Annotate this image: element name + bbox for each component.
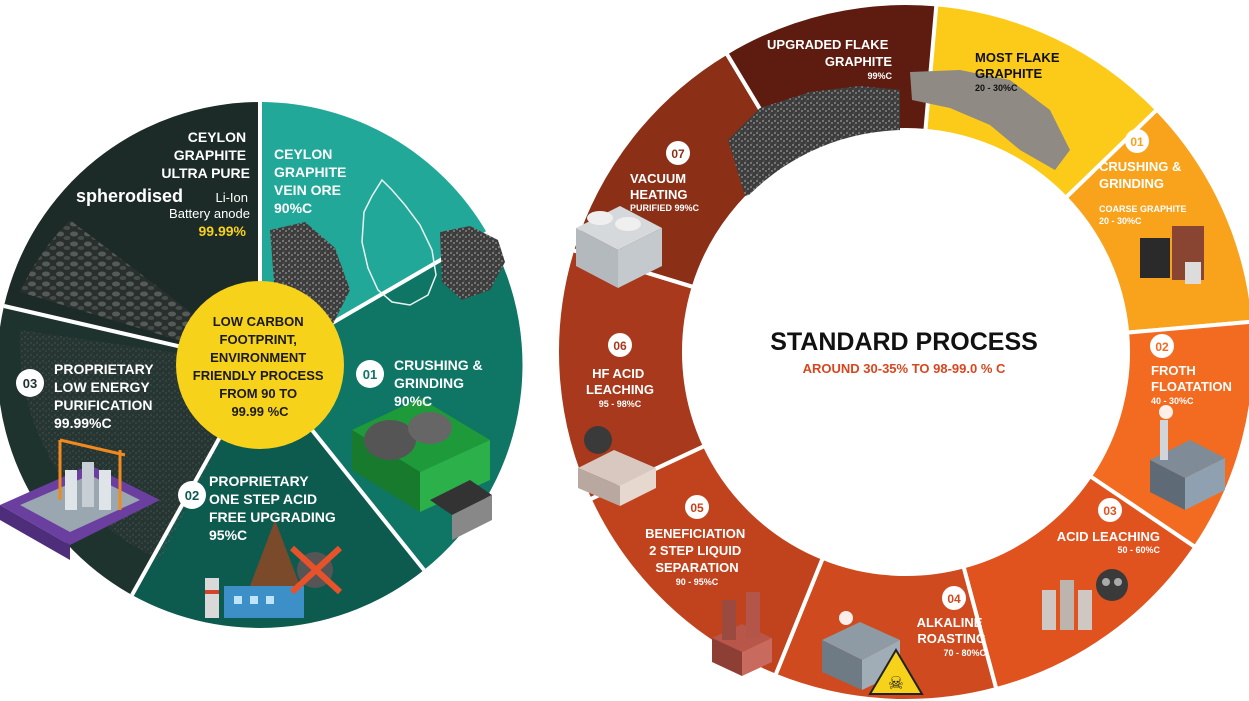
left-step-03-badge (16, 369, 44, 397)
right-step-01-label: CRUSHING & GRINDING (1099, 159, 1185, 191)
purification-plant-icon (0, 438, 160, 560)
crusher-icon (1140, 226, 1204, 284)
left-wheel: LOW CARBON FOOTPRINT, ENVIRONMENT FRIEND… (0, 102, 523, 628)
left-upgrading-segment (132, 365, 424, 628)
right-wheel: ☠ STANDARD PROCESS AROUND 30-35% TO 98-9… (555, 0, 1249, 701)
factory-icon (205, 520, 304, 618)
left-step-01-badge (356, 360, 384, 388)
right-step-03-value: 50 - 60%C (1117, 545, 1160, 555)
right-step-04-badge (942, 586, 966, 610)
right-step-07-number: 07 (671, 147, 685, 161)
right-step-07-badge (666, 141, 690, 165)
left-step-01-label: CRUSHING & GRINDING 90%C (394, 357, 487, 409)
left-step-03-label: PROPRIETARY LOW ENERGY PURIFICATION 99.9… (54, 361, 157, 431)
crossed-out-mask-icon (289, 545, 343, 595)
hazard-sign-icon: ☠ (868, 648, 924, 695)
right-step-02-number: 02 (1155, 340, 1169, 354)
left-step-01-number: 01 (363, 367, 377, 382)
sri-lanka-map-outline (361, 178, 437, 306)
right-step-03-number: 03 (1103, 504, 1117, 518)
upgraded-flake-value: 99%C (867, 71, 892, 81)
right-step-04-label: ALKALINE ROASTING (917, 615, 986, 646)
right-step-01-badge (1125, 129, 1149, 153)
ultra-pure-purity: 99.99% (199, 223, 247, 239)
acid-leaching-plant-icon (1042, 569, 1128, 630)
roasting-plant-icon (822, 611, 900, 690)
left-step-02-badge (178, 481, 206, 509)
most-flake-graphite-image (910, 70, 1070, 170)
left-step-02-number: 02 (185, 488, 199, 503)
right-step-05-badge (685, 495, 709, 519)
crushing-machine-icon (352, 398, 492, 540)
right-step-07-sub: PURIFIED 99%C (630, 203, 700, 213)
right-center-disc (684, 130, 1128, 574)
right-step-06-label: HF ACID LEACHING (586, 366, 654, 397)
graphite-rock-image (440, 226, 505, 300)
right-step-02-label: FROTH FLOATATION (1151, 363, 1232, 394)
right-step-04-value: 70 - 80%C (943, 648, 986, 658)
right-step-02-badge (1150, 334, 1174, 358)
right-step-05-value: 90 - 95%C (676, 577, 719, 587)
flotation-plant-icon (1150, 405, 1225, 510)
spherodised-label: spherodised (76, 186, 183, 206)
left-step-03-number: 03 (23, 376, 37, 391)
right-step-05-label: BENEFICIATION 2 STEP LIQUID SEPARATION (645, 526, 749, 575)
vein-ore-label: CEYLON GRAPHITE VEIN ORE 90%C (274, 146, 350, 216)
left-center-disc (176, 281, 344, 449)
svg-text:☠: ☠ (888, 673, 904, 694)
right-step-07-label: VACUUM HEATING (630, 171, 690, 202)
standard-process-title: STANDARD PROCESS (770, 328, 1038, 356)
right-step-01-number: 01 (1130, 135, 1144, 149)
li-ion-label: Li-Ion (215, 190, 248, 205)
battery-anode-label: Battery anode (169, 206, 250, 221)
right-step-01-sub: COARSE GRAPHITE (1099, 204, 1187, 214)
right-step-03-badge (1098, 498, 1122, 522)
vacuum-heating-plant-icon (576, 206, 662, 288)
most-flake-label: MOST FLAKE GRAPHITE (975, 50, 1063, 81)
ultra-pure-label: CEYLON GRAPHITE ULTRA PURE (161, 129, 250, 181)
right-step-06-badge (608, 333, 632, 357)
left-step-02-label: PROPRIETARY ONE STEP ACID FREE UPGRADING… (209, 473, 340, 543)
left-center-text: LOW CARBON FOOTPRINT, ENVIRONMENT FRIEND… (193, 314, 327, 419)
separation-plant-icon (712, 592, 772, 676)
standard-process-subtitle: AROUND 30-35% TO 98-99.0 % C (803, 361, 1006, 376)
right-step-01-value: 20 - 30%C (1099, 216, 1142, 226)
right-step-06-value: 95 - 98%C (599, 399, 642, 409)
hf-leaching-plant-icon (578, 426, 656, 506)
most-flake-value: 20 - 30%C (975, 83, 1018, 93)
right-step-03-label: ACID LEACHING (1057, 529, 1160, 544)
upgraded-flake-label: UPGRADED FLAKE GRAPHITE (767, 37, 892, 69)
right-step-02-value: 40 - 30%C (1151, 396, 1194, 406)
right-step-04-number: 04 (947, 592, 961, 606)
right-step-05-number: 05 (690, 501, 704, 515)
right-step-06-number: 06 (613, 339, 627, 353)
